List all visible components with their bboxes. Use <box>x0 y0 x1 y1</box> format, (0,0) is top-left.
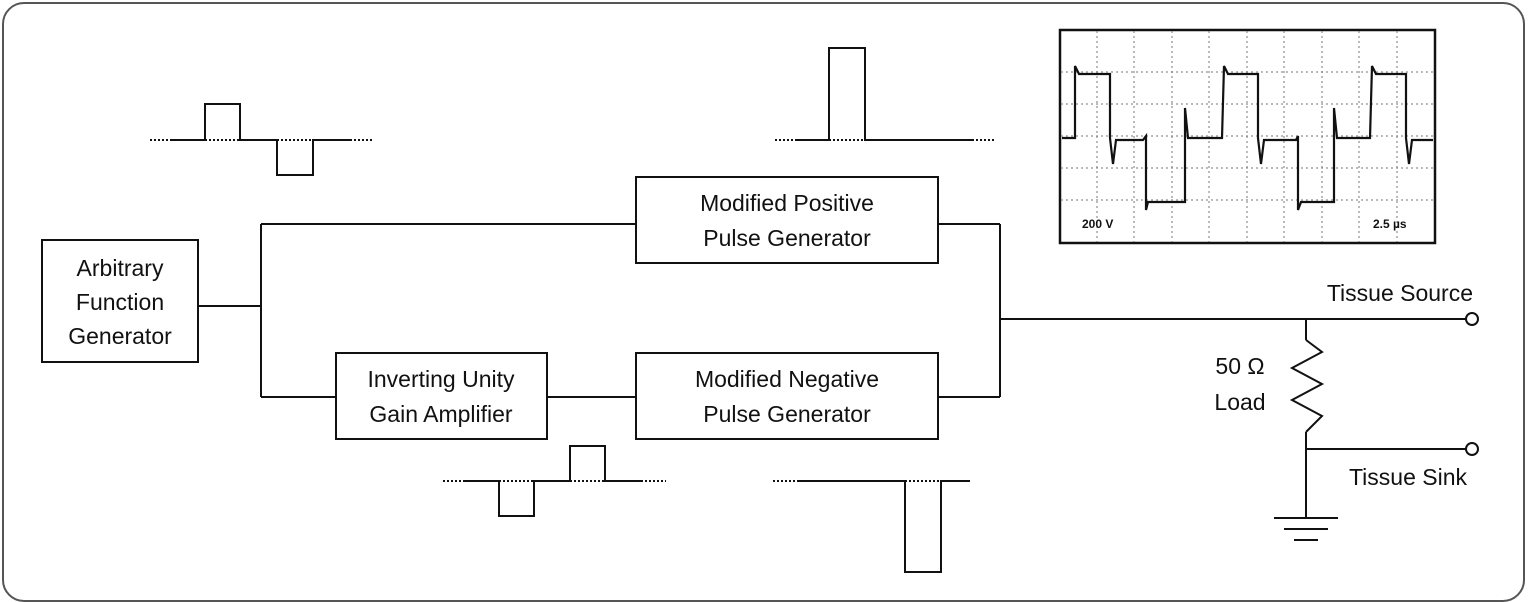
scope-voltage-scale: 200 V <box>1082 217 1113 231</box>
tissue-sink-terminal <box>1465 442 1479 456</box>
negative-pulse-waveform <box>773 480 970 573</box>
resistor-symbol <box>1289 339 1325 433</box>
neg-gen-label-line2: Pulse Generator <box>703 401 871 427</box>
load-word-label: Load <box>1214 389 1265 415</box>
oscilloscope-capture: 200 V 2.5 µs <box>1058 28 1437 245</box>
inverted-bipolar-waveform <box>443 445 666 517</box>
scope-time-scale: 2.5 µs <box>1373 217 1407 231</box>
afg-label-line2: Function <box>76 289 164 315</box>
tissue-source-terminal <box>1465 312 1479 326</box>
afg-label-line1: Arbitrary <box>77 255 164 281</box>
inv-amp-label-line1: Inverting Unity <box>367 366 515 392</box>
load-value-label: 50 Ω <box>1215 353 1264 379</box>
bipolar-input-waveform <box>150 103 374 176</box>
tissue-source-label: Tissue Source <box>1327 280 1473 306</box>
ground-symbol <box>1274 517 1338 541</box>
circuit-diagram: 200 V 2.5 µs Arbitrary Function Generato… <box>41 28 1479 573</box>
wires <box>198 223 1466 518</box>
scope-trace <box>1062 65 1433 211</box>
positive-pulse-waveform <box>775 47 996 141</box>
inv-amp-label-line2: Gain Amplifier <box>369 401 513 427</box>
neg-gen-label-line1: Modified Negative <box>695 366 879 392</box>
pos-gen-label-line1: Modified Positive <box>700 190 874 216</box>
positive-pulse-generator-box <box>635 176 939 264</box>
afg-label-line3: Generator <box>68 323 172 349</box>
arbitrary-function-generator-box <box>41 239 199 363</box>
tissue-sink-label: Tissue Sink <box>1349 464 1468 490</box>
pos-gen-label-line2: Pulse Generator <box>703 225 871 251</box>
